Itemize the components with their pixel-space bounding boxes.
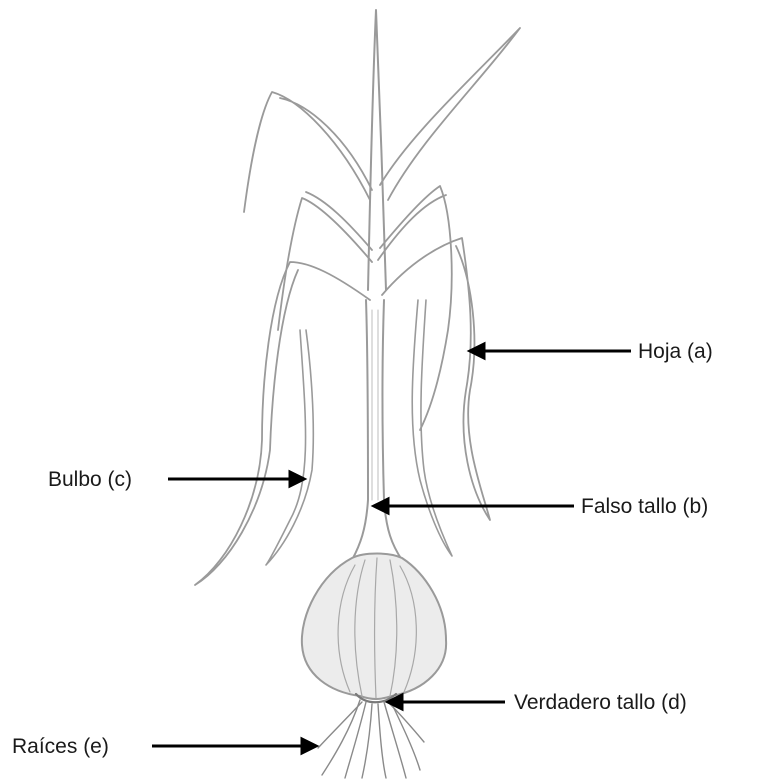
leaf-upper-left	[244, 92, 372, 212]
leaf-middle-left	[278, 192, 372, 330]
label-falso-tallo: Falso tallo (b)	[581, 496, 708, 517]
leaf-long-right	[382, 238, 490, 520]
leaf-inner-left	[266, 330, 313, 565]
leaf-middle-right	[378, 186, 452, 430]
label-bulbo: Bulbo (c)	[48, 469, 132, 490]
label-raices: Raíces (e)	[12, 736, 109, 757]
roots	[318, 700, 424, 778]
leaf-upper-right	[380, 28, 520, 200]
label-hoja: Hoja (a)	[638, 341, 713, 362]
false-stem	[352, 300, 402, 560]
label-verdadero-tallo: Verdadero tallo (d)	[514, 692, 687, 713]
